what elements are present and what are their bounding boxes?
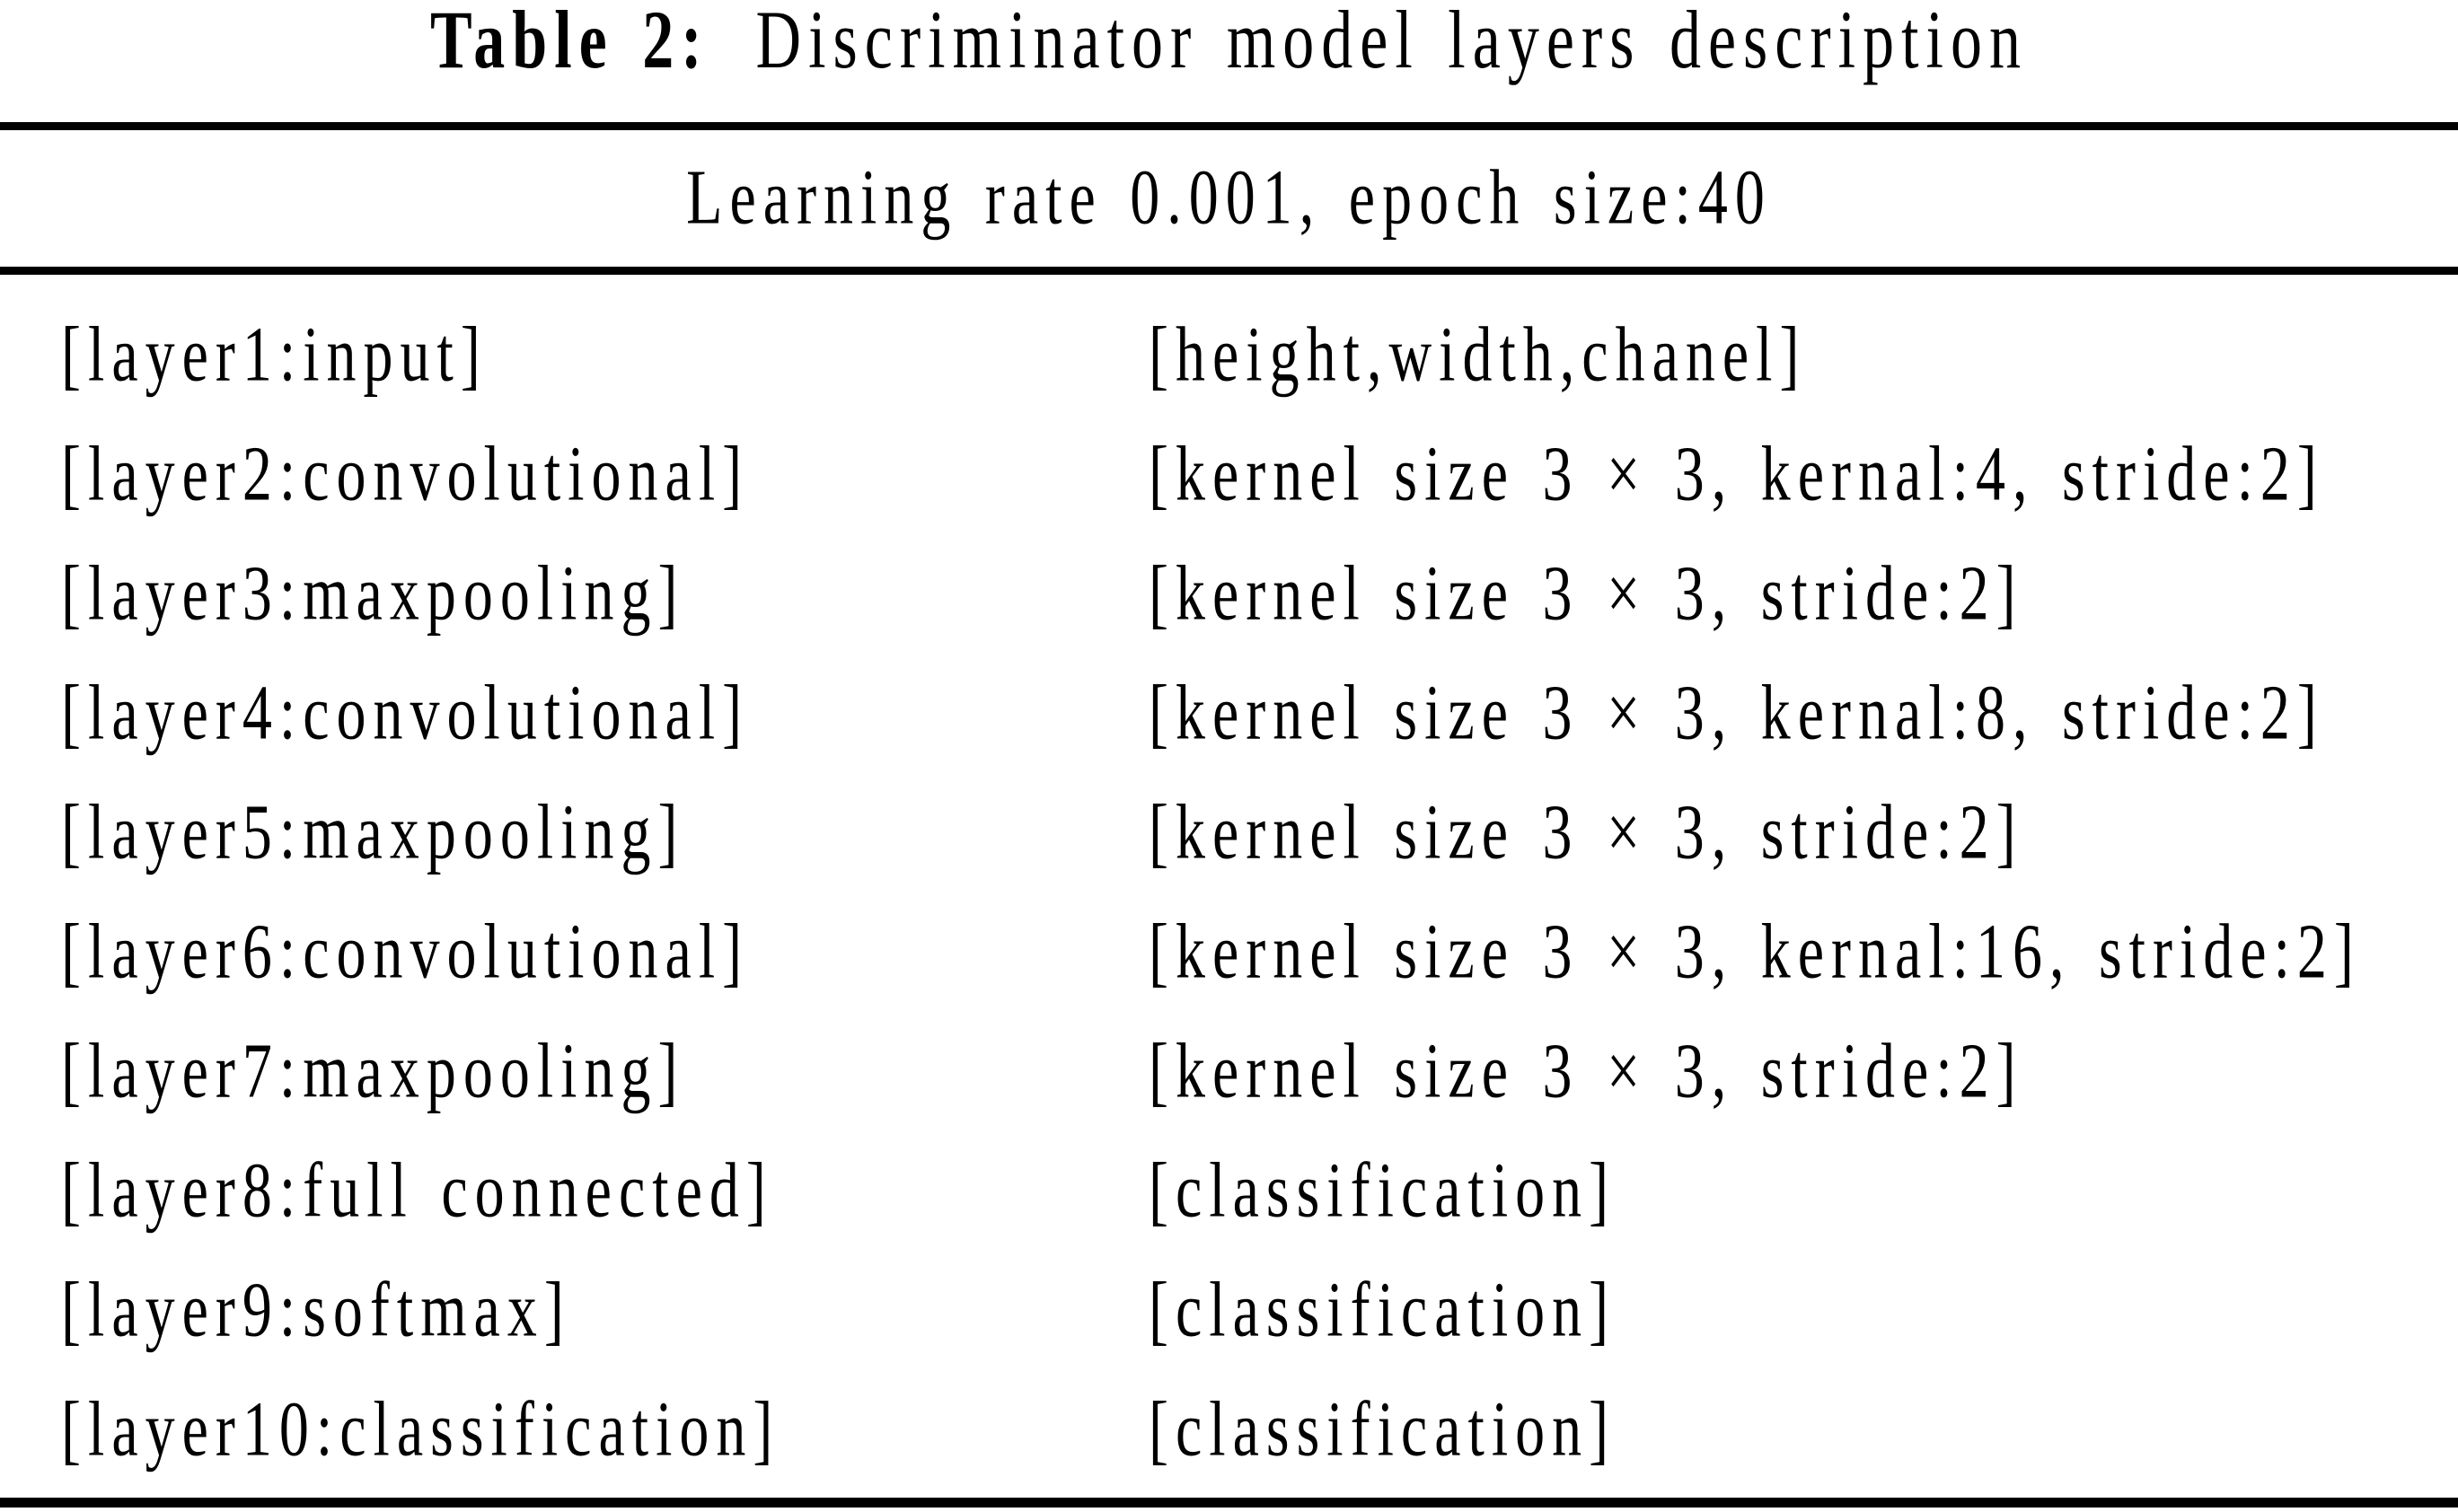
table-row: [layer4:convolutional] [kernel size 3 × … [0, 654, 2458, 773]
description-cell: [kernel size 3 × 3, kernal:4, stride:2] [1149, 431, 2324, 517]
layer-cell-text: [layer7:maxpooling] [61, 1027, 685, 1115]
table-body: [layer1:input] [height,width,chanel] [la… [0, 295, 2458, 1490]
layer-cell-text: [layer2:convolutional] [61, 430, 750, 518]
description-cell-text: [classification] [1149, 1385, 1617, 1473]
layer-cell-text: [layer5:maxpooling] [61, 788, 685, 876]
layer-cell-text: [layer4:convolutional] [61, 669, 750, 757]
description-cell-text: [kernel size 3 × 3, kernal:8, stride:2] [1149, 669, 2324, 757]
description-cell: [kernel size 3 × 3, kernal:16, stride:2] [1149, 909, 2361, 995]
table-row: [layer9:softmax] [classification] [0, 1251, 2458, 1370]
layer-cell: [layer3:maxpooling] [61, 550, 1149, 637]
layer-cell: [layer2:convolutional] [61, 431, 1149, 517]
description-cell-text: [kernel size 3 × 3, stride:2] [1149, 549, 2023, 637]
top-rule [0, 122, 2458, 130]
table-row: [layer8:full connected] [classification] [0, 1131, 2458, 1251]
description-cell-text: [kernel size 3 × 3, stride:2] [1149, 788, 2023, 876]
table-caption-label: Table 2: [430, 0, 709, 87]
layer-cell: [layer9:softmax] [61, 1267, 1149, 1353]
layer-cell: [layer1:input] [61, 312, 1149, 398]
layer-cell: [layer6:convolutional] [61, 909, 1149, 995]
table-row: [layer1:input] [height,width,chanel] [0, 295, 2458, 415]
layer-cell: [layer10:classification] [61, 1386, 1149, 1472]
layer-cell-text: [layer10:classification] [61, 1385, 780, 1473]
layer-cell-text: [layer8:full connected] [61, 1147, 773, 1235]
description-cell: [classification] [1149, 1147, 1616, 1234]
description-cell-text: [kernel size 3 × 3, stride:2] [1149, 1027, 2023, 1115]
layer-cell: [layer5:maxpooling] [61, 789, 1149, 875]
description-cell-text: [height,width,chanel] [1149, 311, 1807, 399]
description-cell-text: [classification] [1149, 1147, 1617, 1235]
layer-cell: [layer4:convolutional] [61, 670, 1149, 756]
table-row: [layer5:maxpooling] [kernel size 3 × 3, … [0, 773, 2458, 892]
layer-cell-text: [layer6:convolutional] [61, 908, 750, 996]
header-rule [0, 267, 2458, 275]
table-row: [layer2:convolutional] [kernel size 3 × … [0, 415, 2458, 534]
description-cell: [classification] [1149, 1386, 1616, 1472]
layer-cell: [layer7:maxpooling] [61, 1028, 1149, 1114]
bottom-rule [0, 1498, 2458, 1508]
layer-cell-text: [layer1:input] [61, 311, 488, 399]
table-caption: Table 2: Discriminator model layers desc… [0, 0, 2458, 86]
description-cell: [kernel size 3 × 3, kernal:8, stride:2] [1149, 670, 2324, 756]
layer-cell-text: [layer9:softmax] [61, 1266, 571, 1354]
table-row: [layer6:convolutional] [kernel size 3 × … [0, 892, 2458, 1012]
table-row: [layer10:classification] [classification… [0, 1370, 2458, 1490]
table-caption-text: Discriminator model layers description [755, 0, 2028, 87]
description-cell: [kernel size 3 × 3, stride:2] [1149, 1028, 2023, 1114]
description-cell: [classification] [1149, 1267, 1616, 1353]
description-cell-text: [kernel size 3 × 3, kernal:4, stride:2] [1149, 430, 2324, 518]
description-cell: [kernel size 3 × 3, stride:2] [1149, 550, 2023, 637]
layer-cell-text: [layer3:maxpooling] [61, 549, 685, 637]
description-cell: [kernel size 3 × 3, stride:2] [1149, 789, 2023, 875]
table-row: [layer3:maxpooling] [kernel size 3 × 3, … [0, 534, 2458, 654]
description-cell-text: [classification] [1149, 1266, 1617, 1354]
table-row: [layer7:maxpooling] [kernel size 3 × 3, … [0, 1012, 2458, 1131]
table-header-row: Learning rate 0.001, epoch size:40 [0, 130, 2458, 267]
layer-cell: [layer8:full connected] [61, 1147, 1149, 1234]
table-header-text: Learning rate 0.001, epoch size:40 [686, 154, 1772, 242]
description-cell-text: [kernel size 3 × 3, kernal:16, stride:2] [1149, 908, 2361, 996]
description-cell: [height,width,chanel] [1149, 312, 1806, 398]
